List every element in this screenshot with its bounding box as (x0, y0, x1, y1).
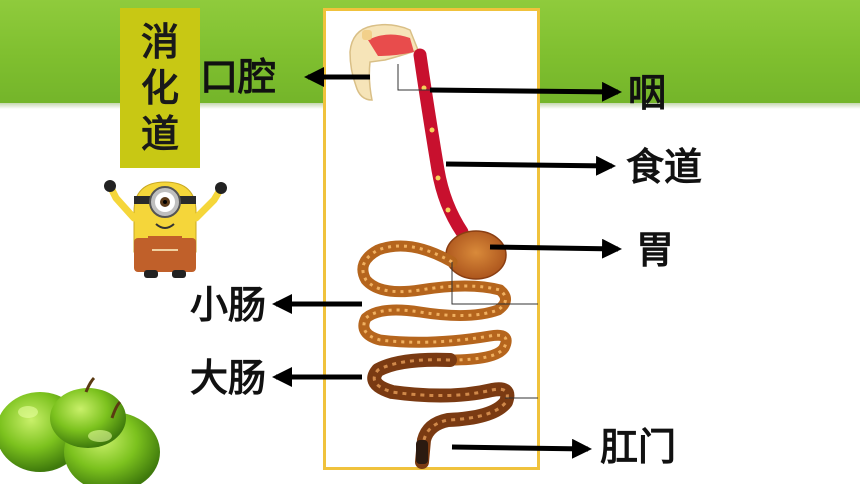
label-esophagus: 食道 (626, 145, 703, 189)
label-anus: 肛门 (600, 425, 677, 469)
minion-cartoon-illustration (104, 172, 227, 282)
leader-lines (397, 64, 538, 399)
stomach-illustration (445, 230, 507, 280)
pointer-arrows (272, 67, 622, 459)
label-stomach: 胃 (636, 228, 675, 272)
title-char-2: 化 (140, 66, 179, 110)
mouth-cavity-illustration (349, 23, 419, 101)
title-char-3: 道 (140, 112, 179, 156)
label-small-intestine: 小肠 (190, 283, 267, 327)
esophagus-dots (421, 85, 451, 213)
label-pharynx: 咽 (628, 71, 667, 115)
title-char-1: 消 (140, 20, 179, 64)
esophagus-illustration (413, 48, 469, 239)
anus-illustration (416, 440, 428, 464)
label-mouth: 口腔 (200, 55, 277, 99)
digestive-tract-title: 消 化 道 (120, 8, 200, 168)
label-large-intestine: 大肠 (190, 356, 267, 400)
green-apples-illustration (0, 376, 160, 484)
